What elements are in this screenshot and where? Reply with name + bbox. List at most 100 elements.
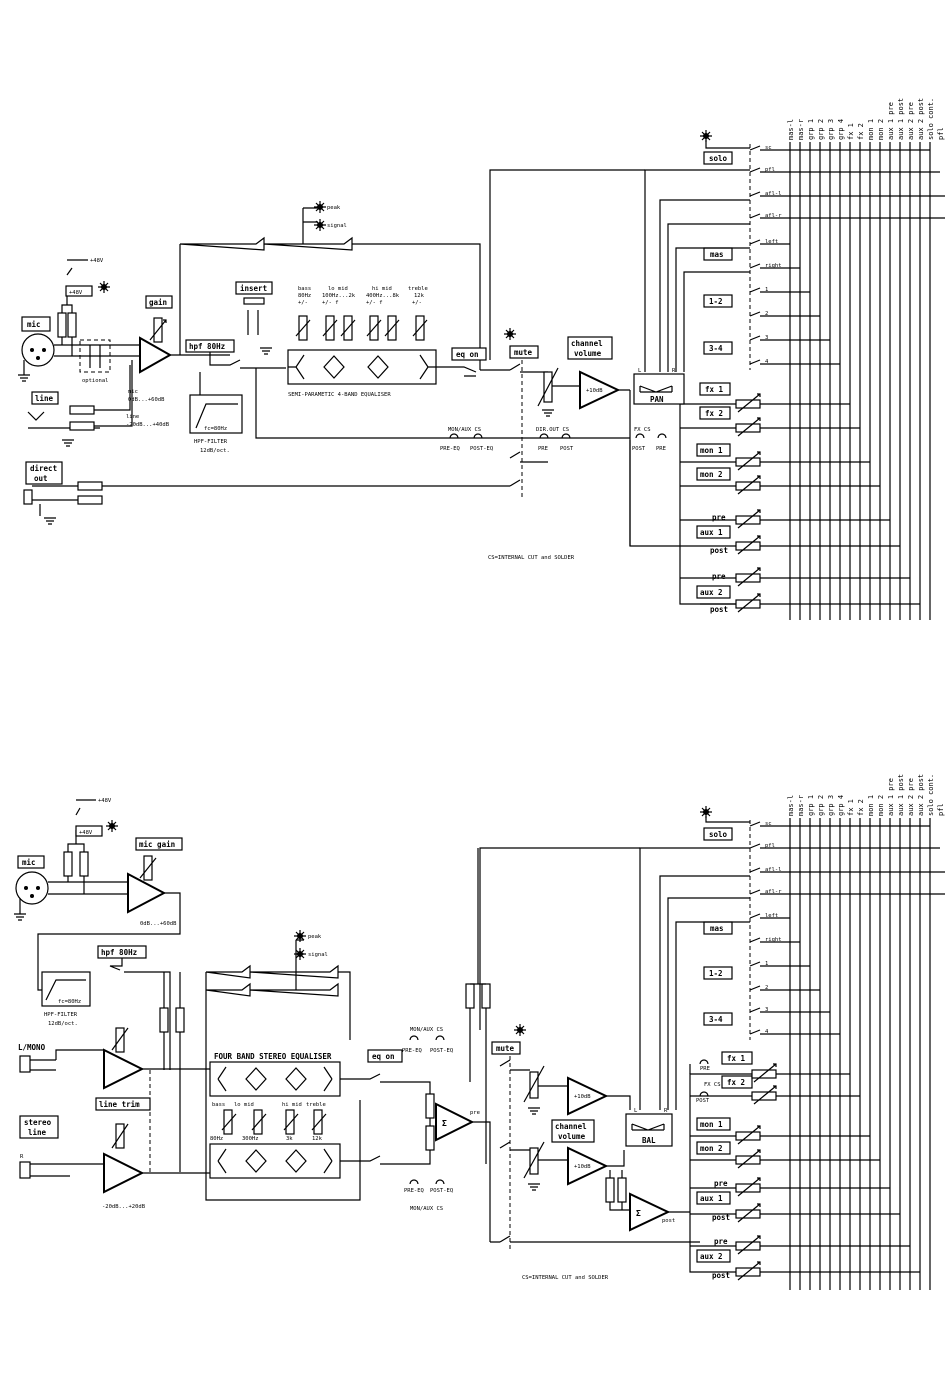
hpf-button-label: hpf 80Hz [101, 948, 137, 957]
mon2-button[interactable] [696, 467, 731, 481]
hpf-fc-label: fc=80Hz [58, 999, 81, 1005]
pre-sum-label: pre [470, 1110, 480, 1116]
solo-button[interactable] [703, 151, 733, 165]
top-processing: hpf 80Hz fc=80Hz HPF-FILTER 12dB/oct. in… [179, 200, 510, 454]
line-range-value: -20dB...+40dB [126, 422, 170, 428]
eq-lomid-pot-icon[interactable] [253, 1109, 263, 1135]
fx1-button[interactable] [721, 1051, 753, 1065]
l-mono-label: L/MONO [18, 1043, 46, 1052]
bus-label: fx 1 [847, 799, 855, 816]
top-sends: fx 1 fx 2 mon 1 mon 2 aux 1 aux 2 pre po… [629, 382, 920, 614]
volume-amp-r-gain: +10dB [574, 1164, 591, 1170]
phantom-48v-button: +48V [69, 290, 83, 296]
line-range-label: -20dB...+20dB [102, 1204, 146, 1210]
bottom-output-section: mute channel volume +10dB +10dB BAL L R … [491, 1023, 700, 1281]
sw-label-afl-l: afl-l [765, 191, 782, 197]
aux1-post-pot-icon[interactable] [735, 1203, 761, 1223]
eq-bass-pot-icon[interactable] [223, 1109, 233, 1135]
eq-band-hi-mid: hi mid [372, 286, 392, 292]
post-sum-label: post [662, 1218, 675, 1224]
sw-label-left: left [765, 913, 778, 919]
group-1-2-button[interactable] [703, 966, 733, 980]
bottom-input-section: mic +48V +48V mic gain 0dB...+60dB hpf 8… [13, 798, 210, 1210]
channel-volume-label-1: channel [555, 1122, 587, 1131]
pre-eq-label: PRE-EQ [440, 446, 460, 452]
fx2-send-pot-icon[interactable] [751, 1085, 777, 1105]
group-1-2-button[interactable] [703, 294, 733, 308]
eq-band-bass: bass [212, 1102, 225, 1108]
group-1-2-label: 1-2 [709, 969, 723, 978]
aux2-pre-pot-icon[interactable] [735, 1235, 761, 1255]
mon2-send-pot-icon[interactable] [735, 475, 761, 495]
eq-band-treble: treble [306, 1102, 326, 1108]
bus-label: grp 3 [827, 795, 835, 816]
mon2-send-pot-icon[interactable] [735, 1149, 761, 1169]
aux1-post-label: post [710, 546, 728, 555]
group-3-4-button[interactable] [703, 341, 733, 355]
mon2-label: mon 2 [700, 470, 723, 479]
bus-label: grp 2 [817, 795, 825, 816]
eq-himid-pot-icon[interactable] [285, 1109, 295, 1135]
aux2-button[interactable] [696, 585, 731, 599]
ground-icon [13, 913, 27, 921]
eq-on-button[interactable] [367, 1049, 403, 1063]
line-ground-icon [61, 439, 75, 447]
mon1-button[interactable] [696, 443, 731, 457]
eq-on-button[interactable] [451, 347, 487, 361]
aux1-button[interactable] [696, 1191, 731, 1205]
mon1-button[interactable] [696, 1117, 731, 1131]
fx2-send-pot-icon[interactable] [735, 417, 761, 437]
aux1-pre-pot-icon[interactable] [735, 1177, 761, 1197]
aux2-post-pot-icon[interactable] [735, 593, 761, 613]
r-jack-icon [19, 1161, 31, 1179]
group-3-4-button[interactable] [703, 1012, 733, 1026]
dir-out-cs-label: DIR.OUT CS [536, 427, 569, 433]
svg-text:+/- f: +/- f [322, 300, 339, 306]
eq-band-treble: treble [408, 286, 428, 292]
fx2-button[interactable] [721, 1075, 753, 1089]
aux1-post-pot-icon[interactable] [735, 535, 761, 555]
aux2-post-pot-icon[interactable] [735, 1261, 761, 1281]
mon2-label: mon 2 [700, 1144, 723, 1153]
solo-button[interactable] [703, 827, 733, 841]
pan-block[interactable] [633, 373, 685, 405]
mic-preamp-icon [127, 872, 167, 914]
sw-label-afl-r: afl-r [765, 889, 782, 895]
bus-label: pfl [937, 127, 945, 140]
aux1-button[interactable] [696, 525, 731, 539]
mute-button-label: mute [496, 1044, 515, 1053]
mon2-button[interactable] [696, 1141, 731, 1155]
mon1-send-pot-icon[interactable] [735, 1125, 761, 1145]
fx1-button[interactable] [699, 382, 731, 396]
aux2-button[interactable] [696, 1249, 731, 1263]
insert-button[interactable] [235, 281, 273, 295]
bus-label: mas-r [797, 119, 805, 140]
direct-out-resistor-2 [77, 495, 103, 505]
fx1-send-pot-icon[interactable] [751, 1063, 777, 1083]
bus-label: solo cont. [927, 98, 935, 140]
fx2-button[interactable] [699, 406, 731, 420]
bus-label: aux 2 pre [907, 102, 915, 140]
eq-band-bass: bass [298, 286, 311, 292]
dir-out-post-label: POST [560, 446, 574, 452]
fx1-label: fx 1 [705, 385, 724, 394]
mon1-send-pot-icon[interactable] [735, 451, 761, 471]
line-trim-label: line trim [99, 1100, 140, 1109]
aux1-pre-pot-icon[interactable] [735, 509, 761, 529]
hpf-filter-block [189, 394, 243, 434]
group-3-4-label: 3-4 [709, 1015, 723, 1024]
mic-range-value: 0dB...+60dB [128, 397, 165, 403]
sw-label-pfl: pfl [765, 167, 775, 173]
mute-button[interactable] [491, 1041, 521, 1055]
volume-amp-l-gain: +10dB [574, 1094, 591, 1100]
sw-label-4: 4 [765, 359, 769, 365]
fx1-send-pot-icon[interactable] [735, 393, 761, 413]
eq-treble-pot-icon[interactable] [313, 1109, 323, 1135]
mic-range-label: mic [128, 389, 138, 395]
aux2-pre-pot-icon[interactable] [735, 567, 761, 587]
fx-pre-label: PRE [700, 1066, 710, 1072]
group-3-4-label: 3-4 [709, 344, 723, 353]
mute-button[interactable] [509, 345, 539, 359]
eq-freq-treble: 12k [312, 1136, 323, 1142]
line-range-label: line [126, 414, 139, 420]
